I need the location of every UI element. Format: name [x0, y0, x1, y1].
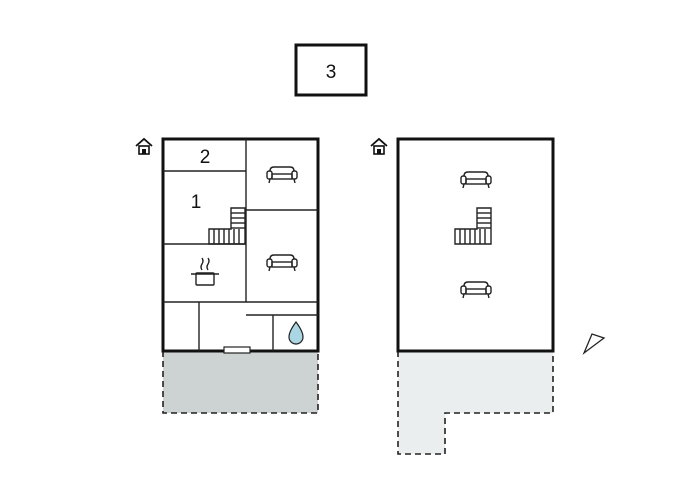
floor-badge-label: 3	[326, 62, 337, 83]
water-drop-icon	[288, 320, 304, 345]
sofa-icon	[460, 281, 492, 299]
room-2-label: 2	[200, 147, 211, 168]
terrace-left-outline	[162, 351, 319, 414]
cooking-pot-icon	[191, 257, 219, 286]
terrace-right	[398, 351, 553, 454]
floor-badge: 3	[294, 43, 368, 97]
door-threshold	[223, 346, 251, 354]
house-icon	[370, 137, 388, 155]
house-icon	[135, 137, 153, 155]
room-1-label: 1	[191, 192, 202, 213]
terrace-right-outline	[397, 351, 554, 455]
north-arrow-icon	[582, 333, 606, 355]
stairs-icon	[454, 207, 492, 245]
terrace-left	[163, 351, 318, 413]
sofa-icon	[460, 171, 492, 189]
sofa-icon	[266, 166, 298, 184]
sofa-icon	[266, 254, 298, 272]
stairs-icon	[208, 207, 246, 245]
building-right-outline	[396, 137, 555, 353]
